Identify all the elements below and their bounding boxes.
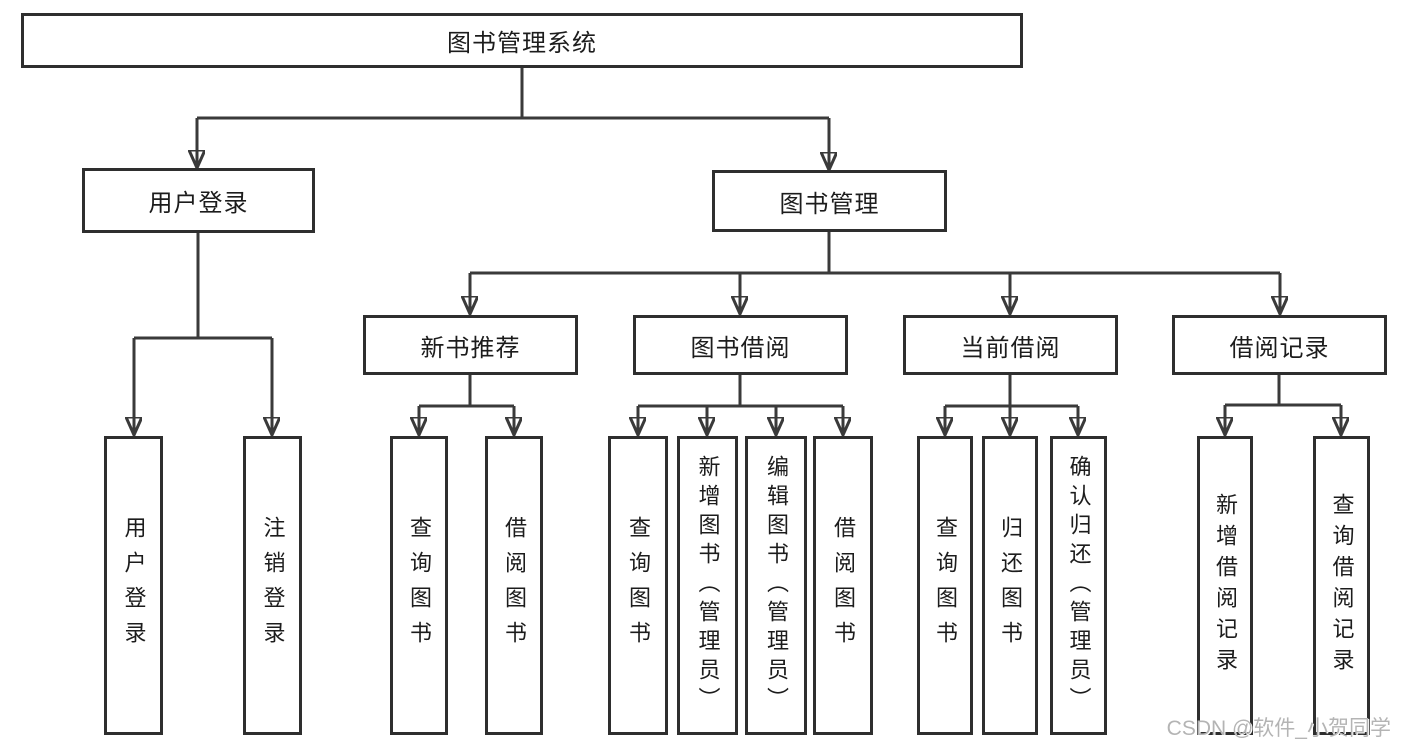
- node-borrow-records-label: 借阅记录: [1229, 334, 1330, 362]
- node-user-login-label: 用户登录: [148, 190, 249, 217]
- leaf-nb-borrow-books-label: 借阅图书: [502, 515, 527, 656]
- node-book-borrow-label: 图书借阅: [690, 334, 791, 362]
- node-root-label: 图书管理系统: [447, 30, 597, 57]
- leaf-cb-confirm-return-admin-label: 确认归还（管理员）: [1066, 455, 1092, 716]
- connector-root: [197, 68, 829, 120]
- leaf-br-add-record: 新增借阅记录: [1197, 436, 1253, 735]
- leaf-nb-borrow-books: 借阅图书: [485, 436, 543, 735]
- leaf-logout: 注销登录: [243, 436, 302, 735]
- leaf-br-query-record-label: 查询借阅记录: [1329, 492, 1355, 679]
- node-book-borrow: 图书借阅: [633, 315, 848, 375]
- leaf-cb-confirm-return-admin: 确认归还（管理员）: [1050, 436, 1107, 735]
- leaf-user-login-label: 用户登录: [121, 515, 147, 656]
- connector-current-borrow: [945, 375, 1078, 408]
- leaf-nb-query-books: 查询图书: [390, 436, 448, 735]
- leaf-bb-borrow-books: 借阅图书: [813, 436, 873, 735]
- leaf-cb-query-books-label: 查询图书: [933, 515, 958, 656]
- node-current-borrow: 当前借阅: [903, 315, 1118, 375]
- watermark: CSDN @软件_小贺同学: [1166, 717, 1391, 740]
- leaf-logout-label: 注销登录: [260, 515, 286, 656]
- leaf-bb-query-books: 查询图书: [608, 436, 668, 735]
- leaf-cb-query-books: 查询图书: [917, 436, 973, 735]
- leaf-user-login: 用户登录: [104, 436, 163, 735]
- node-current-borrow-label: 当前借阅: [960, 334, 1061, 362]
- node-book-management: 图书管理: [712, 170, 947, 232]
- leaf-br-query-record: 查询借阅记录: [1313, 436, 1370, 735]
- connector-new-book: [419, 375, 514, 408]
- leaf-bb-add-books-admin-label: 新增图书（管理员）: [695, 455, 721, 716]
- leaf-br-add-record-label: 新增借阅记录: [1213, 492, 1238, 679]
- node-book-management-label: 图书管理: [779, 190, 880, 218]
- leaf-bb-add-books-admin: 新增图书（管理员）: [677, 436, 738, 735]
- leaf-bb-query-books-label: 查询图书: [626, 515, 651, 656]
- leaf-cb-return-books-label: 归还图书: [998, 515, 1023, 656]
- node-user-login: 用户登录: [82, 168, 315, 233]
- node-new-book-recommend: 新书推荐: [363, 315, 578, 375]
- leaf-nb-query-books-label: 查询图书: [407, 515, 432, 656]
- connector-borrow-records: [1225, 375, 1341, 407]
- node-borrow-records: 借阅记录: [1172, 315, 1387, 375]
- connector-book-borrow: [638, 375, 843, 408]
- leaf-bb-edit-books-admin-label: 编辑图书（管理员）: [764, 455, 789, 716]
- leaf-bb-borrow-books-label: 借阅图书: [831, 515, 856, 656]
- connector-book-management: [470, 232, 1280, 275]
- leaf-bb-edit-books-admin: 编辑图书（管理员）: [745, 436, 807, 735]
- connector-user-login: [134, 233, 272, 340]
- node-new-book-recommend-label: 新书推荐: [420, 334, 521, 362]
- node-root: 图书管理系统: [21, 13, 1023, 68]
- leaf-cb-return-books: 归还图书: [982, 436, 1038, 735]
